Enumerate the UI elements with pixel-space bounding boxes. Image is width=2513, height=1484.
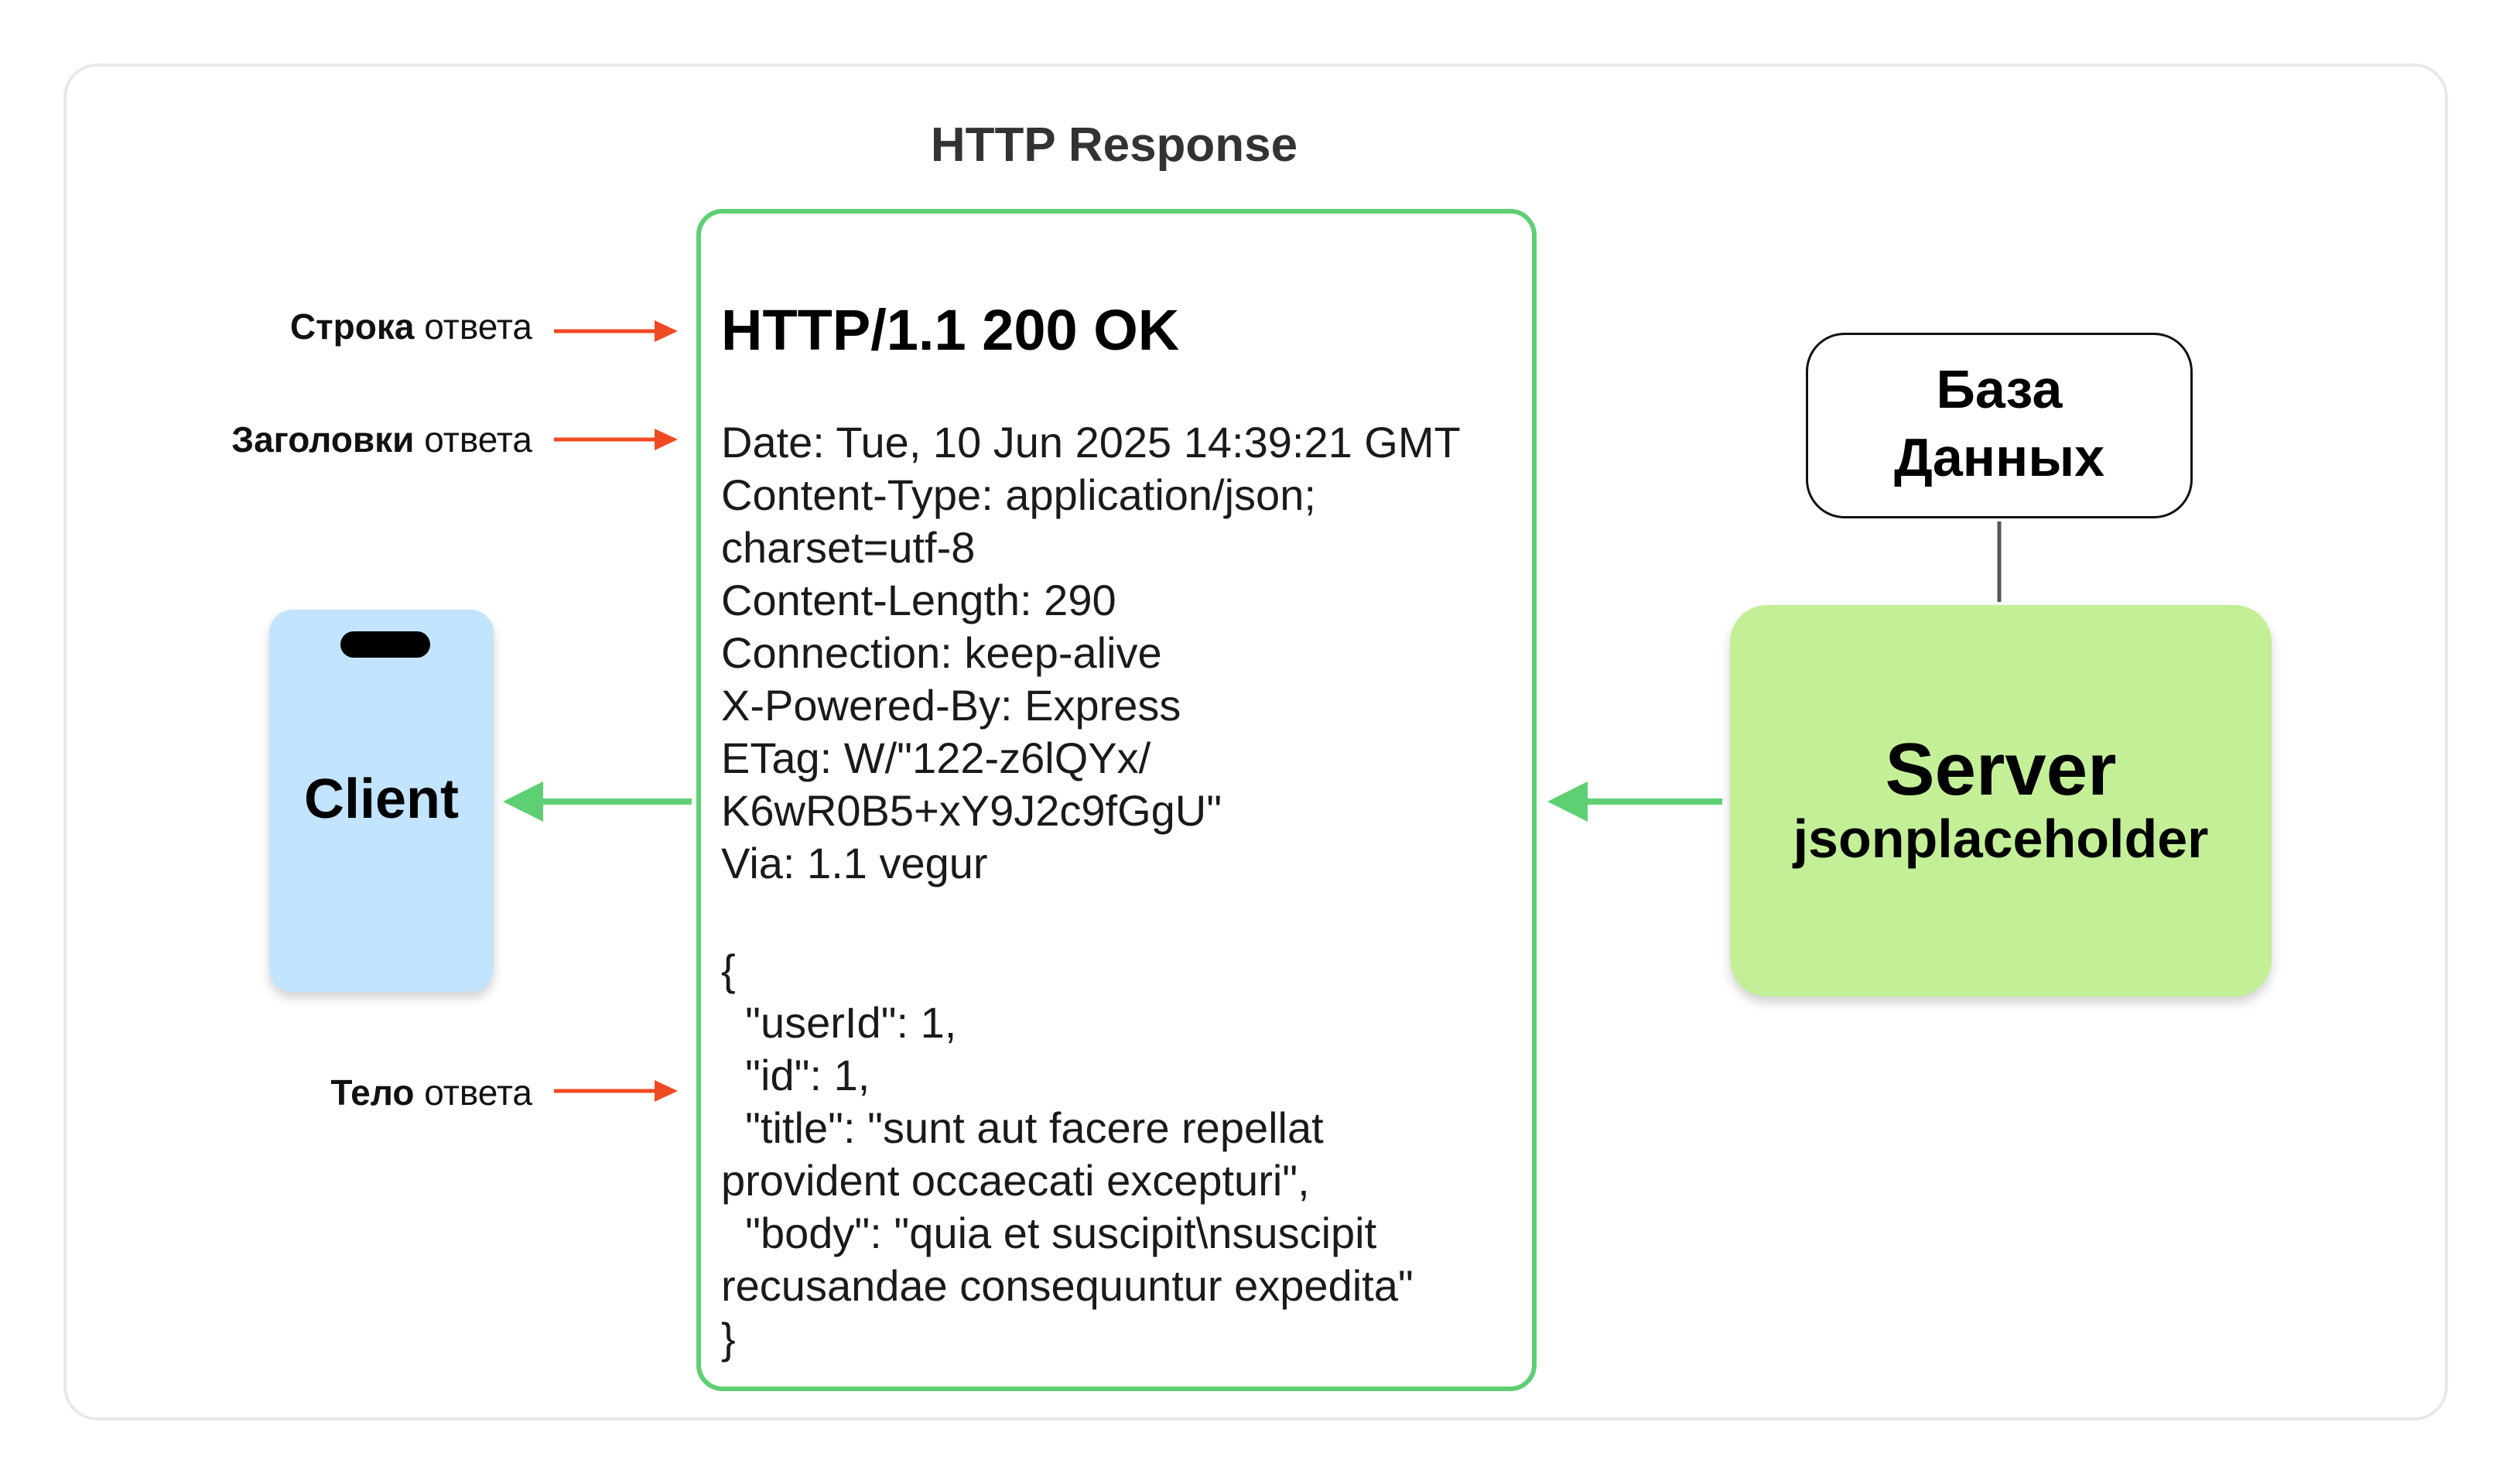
- response-header-line: Date: Tue, 10 Jun 2025 14:39:21 GMT: [721, 418, 1461, 467]
- label-headers-rest: ответа: [414, 419, 532, 460]
- label-headers: Заголовки ответа: [231, 416, 532, 463]
- database-node: База Данных: [1806, 333, 2193, 518]
- phone-notch-icon: [340, 631, 430, 658]
- response-header-line: Connection: keep-alive: [721, 628, 1162, 677]
- response-body-line: {: [721, 945, 736, 994]
- response-body-line: recusandae consequuntur expedita": [721, 1261, 1414, 1310]
- response-body-line: }: [721, 1314, 736, 1363]
- server-node: Server jsonplaceholder: [1730, 605, 2272, 997]
- client-label: Client: [303, 768, 459, 830]
- label-body: Тело ответа: [330, 1069, 532, 1116]
- response-header-line: X-Powered-By: Express: [721, 681, 1181, 730]
- response-header-line: Content-Type: application/json;: [721, 470, 1316, 519]
- response-header-line: K6wR0B5+xY9J2c9fGgU": [721, 786, 1222, 835]
- pointer-arrow-body: [554, 1080, 678, 1102]
- response-header-line: Content-Length: 290: [721, 576, 1116, 624]
- server-subtitle: jsonplaceholder: [1793, 809, 2209, 869]
- label-status-line: Строка ответа: [290, 303, 532, 350]
- flow-arrow-server-to-response: [1547, 781, 1722, 822]
- pointer-arrow-status-line: [554, 320, 678, 342]
- label-status-line-bold: Строка: [289, 306, 415, 347]
- label-status-line-rest: ответа: [414, 306, 532, 347]
- response-body-line: provident occaecati excepturi",: [721, 1156, 1310, 1205]
- client-node: Client: [269, 610, 494, 992]
- response-header-line: Via: 1.1 vegur: [721, 839, 988, 887]
- response-body-line: "body": "quia et suscipit\nsuscipit: [721, 1209, 1377, 1257]
- response-header-line: ETag: W/"122-z6lQYx/: [721, 733, 1151, 782]
- http-response-box: [696, 209, 1537, 1391]
- database-label-line1: База: [1936, 359, 2063, 419]
- label-body-rest: ответа: [414, 1072, 532, 1113]
- response-body-line: "id": 1,: [721, 1051, 870, 1099]
- label-body-bold: Тело: [330, 1072, 415, 1113]
- database-label-line2: Данных: [1893, 427, 2105, 487]
- flow-arrow-response-to-client: [503, 781, 692, 822]
- response-status-line: HTTP/1.1 200 OK: [721, 298, 1180, 362]
- response-header-line: charset=utf-8: [721, 523, 976, 572]
- server-name: Server: [1885, 728, 2117, 811]
- label-headers-bold: Заголовки: [231, 419, 415, 460]
- response-body-line: "userId": 1,: [721, 998, 957, 1047]
- diagram-title: HTTP Response: [930, 118, 1298, 172]
- pointer-arrow-headers: [554, 429, 678, 450]
- response-body-line: "title": "sunt aut facere repellat: [721, 1103, 1324, 1152]
